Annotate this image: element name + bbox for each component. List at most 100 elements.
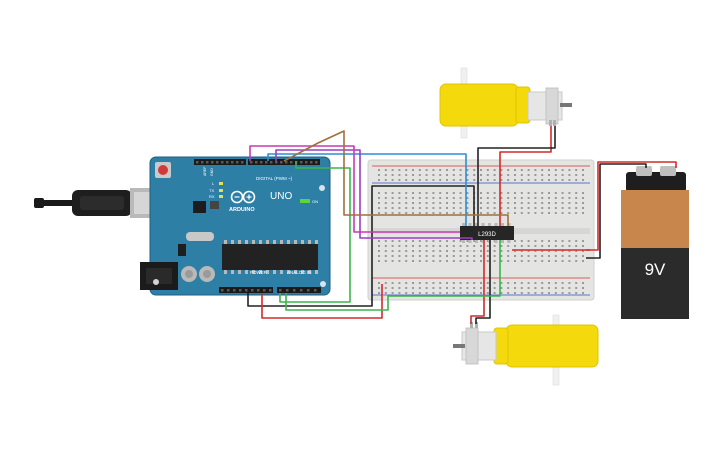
breadboard-hole <box>548 292 550 294</box>
breadboard-hole <box>554 202 557 204</box>
breadboard-hole <box>582 179 584 181</box>
ic-pin <box>494 240 498 243</box>
breadboard-hole <box>452 179 455 181</box>
dc-motor-top[interactable] <box>439 67 572 139</box>
breadboard-hole <box>575 202 578 204</box>
breadboard-hole <box>520 240 523 242</box>
breadboard-hole <box>418 282 421 284</box>
wire-motor-top-red <box>499 126 552 226</box>
breadboard-hole <box>548 179 550 181</box>
breadboard-hole <box>466 292 469 294</box>
breadboard-hole <box>554 197 557 199</box>
breadboard-hole <box>500 245 503 247</box>
breadboard-hole <box>527 292 530 294</box>
mcu-pin <box>294 270 297 274</box>
breadboard-hole <box>500 202 503 204</box>
breadboard-hole <box>425 240 428 242</box>
breadboard-hole <box>391 197 394 199</box>
breadboard-hole <box>500 255 503 257</box>
breadboard-hole <box>418 245 421 247</box>
wire-green-2 <box>285 240 501 311</box>
breadboard-hole <box>418 287 421 289</box>
breadboard-hole <box>459 260 462 262</box>
breadboard-hole <box>548 282 550 284</box>
breadboard-hole <box>582 255 584 257</box>
breadboard-hole <box>378 207 380 209</box>
breadboard-hole <box>378 260 380 262</box>
header-top-left[interactable] <box>194 159 246 165</box>
breadboard-hole <box>520 245 523 247</box>
breadboard-hole <box>412 202 414 204</box>
breadboard-hole <box>405 174 408 176</box>
breadboard-hole <box>582 287 584 289</box>
breadboard-hole <box>384 192 387 194</box>
breadboard-hole <box>452 250 455 252</box>
header-top-right[interactable] <box>248 159 320 165</box>
wire-battery-negative <box>586 163 647 259</box>
breadboard-hole <box>527 212 530 214</box>
breadboard-hole <box>378 250 380 252</box>
breadboard-hole <box>432 212 435 214</box>
breadboard-hole <box>398 292 401 294</box>
breadboard-hole <box>425 179 428 181</box>
breadboard-hole <box>405 207 408 209</box>
breadboard-hole <box>398 250 401 252</box>
breadboard-hole <box>493 169 496 171</box>
mcu-pin <box>273 270 276 274</box>
breadboard-hole <box>554 169 557 171</box>
breadboard-hole <box>582 240 584 242</box>
breadboard-hole <box>520 287 523 289</box>
breadboard-hole <box>418 169 421 171</box>
breadboard-hole <box>405 245 408 247</box>
breadboard-hole <box>432 202 435 204</box>
breadboard-hole <box>520 169 523 171</box>
breadboard-hole <box>452 207 455 209</box>
breadboard-hole <box>466 197 469 199</box>
breadboard-hole <box>439 169 442 171</box>
breadboard-hole <box>452 192 455 194</box>
header-pin <box>226 161 229 164</box>
breadboard-hole <box>398 174 401 176</box>
breadboard-hole <box>507 260 510 262</box>
breadboard-hole <box>493 179 496 181</box>
breadboard-hole <box>507 174 510 176</box>
dc-motor-bottom[interactable] <box>453 314 599 386</box>
breadboard-hole <box>507 250 510 252</box>
breadboard-hole <box>527 174 530 176</box>
breadboard-hole <box>391 282 394 284</box>
breadboard-hole <box>486 292 489 294</box>
breadboard-hole <box>405 292 408 294</box>
arduino-board[interactable]: AREF GND L TX RX ARDUINO UNO DIGITAL (PW… <box>140 156 331 296</box>
breadboard-hole <box>541 287 544 289</box>
breadboard-hole <box>554 282 557 284</box>
breadboard-hole <box>493 192 496 194</box>
breadboard-hole <box>412 212 414 214</box>
breadboard-hole <box>412 197 414 199</box>
breadboard-hole <box>439 292 442 294</box>
breadboard-hole <box>486 245 489 247</box>
breadboard-hole <box>520 292 523 294</box>
breadboard-hole <box>575 240 578 242</box>
breadboard-hole <box>582 174 584 176</box>
breadboard-hole <box>568 245 571 247</box>
breadboard-hole <box>439 207 442 209</box>
breadboard-hole <box>554 192 557 194</box>
breadboard-hole <box>561 174 564 176</box>
wire-blue <box>267 153 467 226</box>
header-analog[interactable] <box>277 287 321 293</box>
breadboard-hole <box>514 197 516 199</box>
breadboard-hole <box>384 260 387 262</box>
breadboard-hole <box>391 292 394 294</box>
breadboard-hole <box>534 255 537 257</box>
breadboard-hole <box>493 245 496 247</box>
breadboard-hole <box>486 255 489 257</box>
breadboard-hole <box>514 292 516 294</box>
battery-9v[interactable]: 9V <box>621 166 689 319</box>
ic-pin <box>481 223 485 226</box>
breadboard-hole <box>541 245 544 247</box>
breadboard-hole <box>439 245 442 247</box>
breadboard-hole <box>432 255 435 257</box>
l293d-chip[interactable]: L293D <box>460 223 514 243</box>
breadboard-hole <box>486 174 489 176</box>
breadboard-hole <box>473 245 476 247</box>
